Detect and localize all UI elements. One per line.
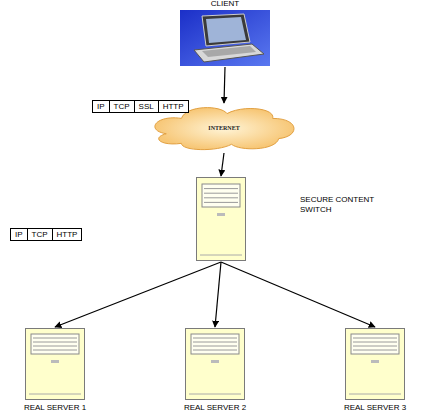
protocol-cell: HTTP: [52, 229, 82, 240]
drive-bay: [191, 334, 239, 354]
power-button: [211, 360, 219, 363]
node-label: SECURE CONTENT SWITCH: [300, 195, 378, 215]
switch-server-shape: [196, 177, 246, 261]
drive-slot: [193, 350, 237, 351]
connector-arrow: [215, 262, 221, 327]
protocol-cell: TCP: [27, 229, 52, 240]
protocol-stack: IPTCPSSLHTTP: [92, 100, 189, 113]
drive-slot: [353, 346, 397, 347]
drive-slot: [193, 338, 237, 339]
case-foot: [349, 394, 401, 395]
client-laptop: CLIENT: [180, 10, 270, 66]
drive-slot: [204, 202, 238, 203]
drive-slot: [353, 342, 397, 343]
real-server: REAL SERVER 2: [185, 328, 245, 400]
drive-slot: [193, 342, 237, 343]
switch-server: SECURE CONTENT SWITCH: [196, 177, 246, 261]
drive-slot: [204, 193, 238, 194]
real-server: REAL SERVER 3: [345, 328, 405, 400]
connector-arrow: [221, 153, 224, 176]
drive-slot: [353, 338, 397, 339]
drive-bay: [351, 334, 399, 354]
picture-ground: [180, 10, 270, 66]
protocol-cell: TCP: [109, 101, 134, 112]
drive-slot: [353, 350, 397, 351]
real-server: REAL SERVER 1: [25, 328, 85, 400]
drive-slot: [33, 346, 77, 347]
laptop-base: [194, 44, 264, 62]
laptop-screen: [202, 14, 250, 46]
real-server-shape: [185, 328, 245, 400]
case-foot: [200, 255, 242, 256]
drive-bay: [31, 334, 79, 354]
protocol-cell: SSL: [134, 101, 158, 112]
client-laptop-shape: [180, 10, 270, 66]
laptop-display: [206, 17, 246, 43]
drive-slot: [193, 346, 237, 347]
node-label: REAL SERVER 3: [344, 403, 406, 413]
power-button: [371, 360, 379, 363]
drive-slot: [204, 197, 238, 198]
real-server-shape: [345, 328, 405, 400]
protocol-stack: IPTCPHTTP: [10, 228, 82, 241]
case-foot: [29, 394, 81, 395]
real-server-shape: [25, 328, 85, 400]
laptop-keyboard: [202, 46, 256, 57]
drive-slot: [33, 338, 77, 339]
connector-arrow: [55, 262, 221, 327]
server-case: [26, 329, 85, 400]
power-button: [217, 213, 225, 216]
drive-slot: [33, 350, 77, 351]
drive-slot: [204, 188, 238, 189]
server-case: [186, 329, 245, 400]
drive-slot: [33, 342, 77, 343]
connector-arrow: [224, 67, 225, 103]
case-foot: [189, 394, 241, 395]
connector-arrow: [221, 262, 375, 327]
power-button: [51, 360, 59, 363]
server-case: [346, 329, 405, 400]
server-case: [197, 178, 246, 261]
node-label: CLIENT: [211, 0, 239, 9]
protocol-cell: IP: [11, 229, 27, 240]
protocol-cell: HTTP: [158, 101, 188, 112]
drive-bay: [202, 184, 240, 207]
node-label: INTERNET: [148, 125, 300, 132]
node-label: REAL SERVER 1: [24, 403, 86, 413]
node-label: REAL SERVER 2: [184, 403, 246, 413]
protocol-cell: IP: [93, 101, 109, 112]
